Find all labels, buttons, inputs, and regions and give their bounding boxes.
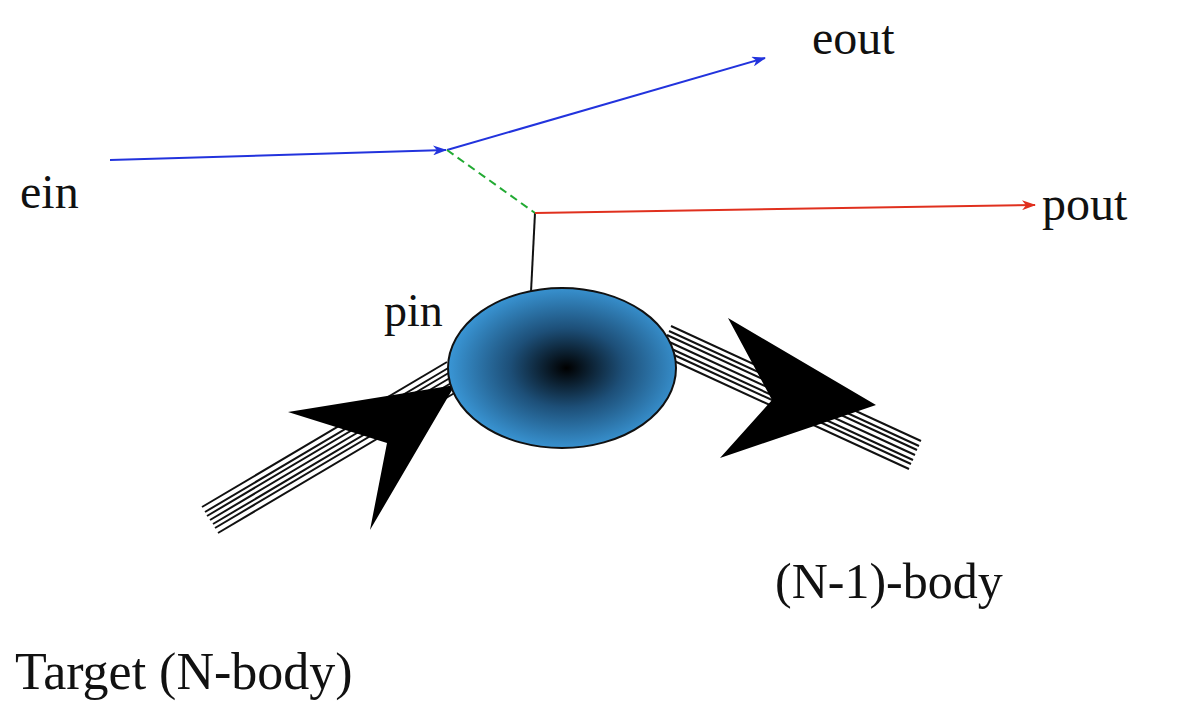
- system-label: Target (N-body): [15, 646, 353, 698]
- proton-out-line: [535, 205, 1035, 213]
- electron-in-line: [110, 150, 446, 160]
- electron-out-line: [447, 58, 765, 150]
- incoming-chevron: [288, 385, 455, 530]
- particle-label: ein: [20, 168, 79, 216]
- particle-label: pin: [384, 288, 443, 334]
- system-label: (N-1)-body: [775, 556, 1003, 606]
- target-bundle: [202, 362, 463, 533]
- particle-label: pout: [1042, 180, 1127, 228]
- particle-label: eout: [812, 14, 895, 62]
- nucleus-blob: [448, 288, 676, 448]
- virtual-photon: [447, 150, 535, 213]
- outgoing-chevron: [720, 318, 876, 458]
- nucleon-line: [531, 213, 535, 292]
